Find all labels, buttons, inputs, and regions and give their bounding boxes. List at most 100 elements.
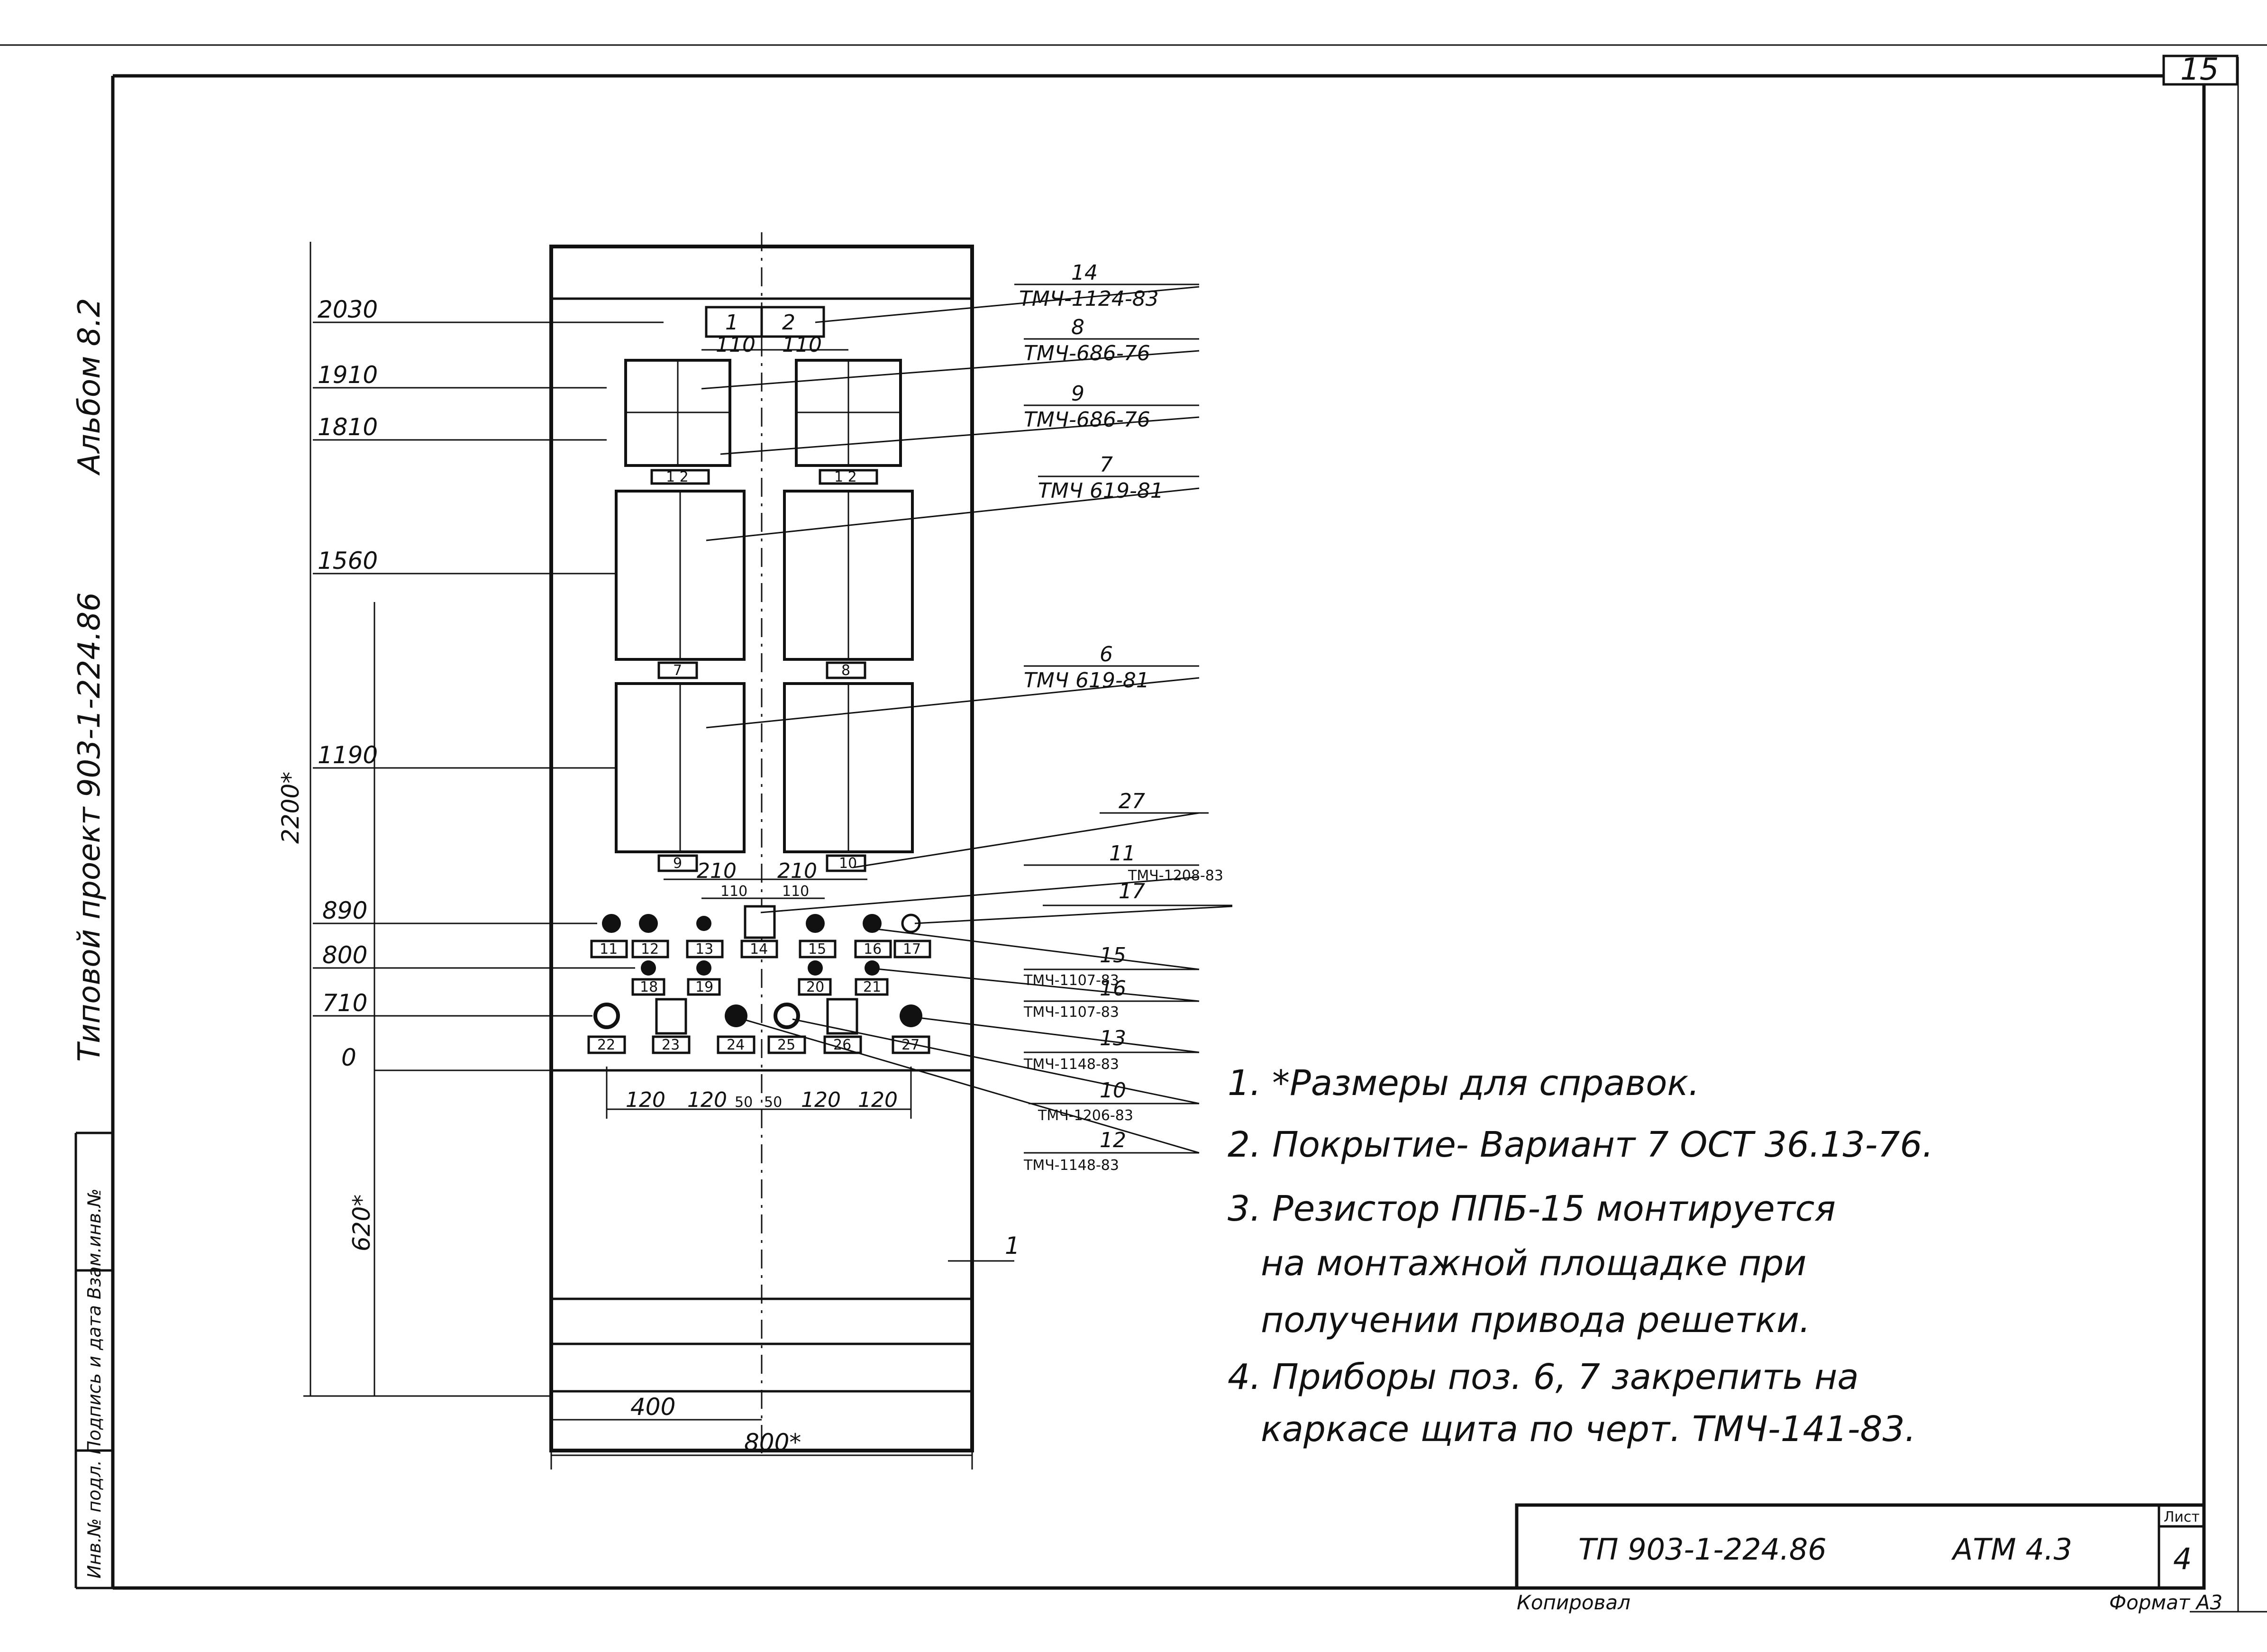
tag-14: 14 (750, 941, 768, 958)
callout-code-14: ТМЧ-1124-83 (1019, 287, 1159, 311)
mid-spacing: 210 210 110 110 (664, 859, 867, 900)
callout-code-10: ТМЧ-1206-83 (1038, 1107, 1133, 1124)
control-row-710 (593, 998, 922, 1035)
note-3: 3. Резистор ППБ-15 монтируется (1228, 1188, 1836, 1229)
tag-16: 16 (864, 941, 882, 958)
note-1: 1. *Размеры для справок. (1228, 1063, 1700, 1104)
width-total: 800* (744, 1429, 801, 1456)
top-block-cell-2: 2 (782, 310, 795, 335)
large-instrument-left-top (615, 490, 746, 661)
panel-body-pos: 1 (1005, 1232, 1020, 1260)
callout-labels: 14 ТМЧ-1124-83 8 ТМЧ-686-76 9 ТМЧ-686-76… (1014, 261, 1232, 1174)
level-1560: 1560 (318, 547, 378, 575)
large-instrument-right-bottom (783, 682, 914, 853)
tag-12: 12 (641, 941, 659, 958)
level-890: 890 (322, 897, 367, 924)
level-1190: 1190 (318, 741, 378, 769)
top-block-cell-1: 1 (725, 310, 738, 335)
spacing-bottom-1: 120 (626, 1088, 665, 1112)
tag-8: 8 (841, 662, 850, 679)
large-instrument-left-bottom (615, 682, 746, 853)
tag-row-3: 22 23 24 25 26 27 (587, 1035, 930, 1054)
level-1810: 1810 (318, 413, 378, 441)
callout-pos-15: 15 (1100, 943, 1126, 967)
note-3-line-2: на монтажной площадке при (1261, 1243, 1806, 1284)
spacing-bottom-5: 120 (801, 1088, 841, 1112)
large-tags-bottom: 9 10 (657, 854, 866, 872)
title-project: ТП 903-1-224.86 (1578, 1532, 1827, 1567)
small-meter-left (624, 359, 731, 467)
spacing-mid-small-left: 110 (720, 883, 747, 900)
bottom-spacing: 120 120 50 50 120 120 (606, 1067, 912, 1119)
tag-10: 10 (839, 855, 857, 872)
callout-code-16: ТМЧ-1107-83 (1023, 1004, 1119, 1021)
control-row-890 (602, 905, 921, 939)
height-total: 2200* (277, 772, 304, 844)
note-2: 2. Покрытие- Вариант 7 ОСТ 36.13-76. (1228, 1124, 1933, 1165)
tag-25: 25 (777, 1037, 795, 1053)
spacing-bottom-2: 120 (687, 1088, 727, 1112)
callout-code-11: ТМЧ-1208-83 (1128, 867, 1223, 884)
project-label: Типовой проект 903-1-224.86 (72, 592, 107, 1062)
level-0: 0 (341, 1044, 356, 1071)
callout-leaders (701, 286, 1233, 1154)
large-tags-top: 7 8 (657, 661, 866, 679)
note-3-line-3: получении привода решетки. (1261, 1300, 1811, 1341)
width-half: 400 (630, 1393, 675, 1421)
callout-pos-6: 6 (1100, 642, 1113, 666)
notes: 1. *Размеры для справок. 2. Покрытие- Ва… (1228, 1063, 1933, 1450)
spacing-bottom-4: 50 (764, 1094, 782, 1111)
large-instrument-right-top (783, 490, 914, 661)
spacing-top-right: 110 (782, 333, 822, 357)
margin-stamp: Инв.№ подл. Подпись и дата Взам.инв.№ (74, 1132, 113, 1589)
tag-small-left: 1 2 (666, 469, 689, 485)
tag-small-right: 1 2 (834, 469, 857, 485)
tag-17: 17 (903, 941, 921, 958)
callout-code-8: ТМЧ-686-76 (1024, 341, 1150, 365)
level-800: 800 (322, 941, 367, 969)
control-row-800 (641, 960, 880, 976)
callout-pos-12: 12 (1100, 1128, 1126, 1152)
title-code: АТМ 4.3 (1951, 1532, 2072, 1567)
callout-pos-9: 9 (1071, 382, 1084, 406)
callout-pos-7: 7 (1100, 453, 1113, 477)
tag-row-2: 18 19 20 21 (631, 978, 889, 996)
note-4-line-2: каркасе щита по черт. ТМЧ-141-83. (1261, 1409, 1916, 1450)
callout-code-15: ТМЧ-1107-83 (1023, 972, 1119, 989)
title-format: Формат А3 (2109, 1591, 2222, 1614)
tag-19: 19 (695, 979, 713, 995)
spacing-bottom-3: 50 (735, 1094, 753, 1111)
spacing-mid-left: 210 (697, 859, 737, 883)
title-copied: Копировал (1517, 1591, 1630, 1614)
small-meter-tags: 1 2 1 2 (650, 469, 878, 485)
tag-22: 22 (597, 1037, 615, 1053)
tag-23: 23 (662, 1037, 680, 1053)
callout-code-7: ТМЧ 619-81 (1038, 479, 1164, 503)
tag-15: 15 (808, 941, 826, 958)
tag-20: 20 (806, 979, 824, 995)
callout-pos-11: 11 (1109, 841, 1136, 866)
sheet-number: 15 (2180, 52, 2219, 87)
tag-9: 9 (673, 855, 682, 872)
spacing-top-left: 110 (716, 333, 756, 357)
tag-13: 13 (695, 941, 713, 958)
callout-pos-8: 8 (1071, 315, 1084, 339)
title-sheet-value: 4 (2173, 1542, 2192, 1576)
height-base: 620* (348, 1195, 375, 1251)
sheet-frame: 15 (0, 44, 2267, 1613)
tag-24: 24 (727, 1037, 745, 1053)
level-1910: 1910 (318, 361, 378, 389)
level-dimensions (303, 242, 664, 1397)
title-sheet-label: Лист (2164, 1509, 2200, 1525)
callout-pos-13: 13 (1100, 1026, 1126, 1050)
callout-code-6: ТМЧ 619-81 (1024, 668, 1149, 693)
callout-pos-16: 16 (1100, 977, 1126, 1001)
tag-11: 11 (600, 941, 618, 958)
note-4: 4. Приборы поз. 6, 7 закрепить на (1228, 1357, 1859, 1397)
margin-stamp-text: Инв.№ подл. Подпись и дата Взам.инв.№ (84, 1188, 105, 1579)
callout-pos-17: 17 (1119, 879, 1145, 904)
tag-7: 7 (673, 662, 682, 679)
level-2030: 2030 (318, 296, 378, 323)
tag-21: 21 (863, 979, 881, 995)
